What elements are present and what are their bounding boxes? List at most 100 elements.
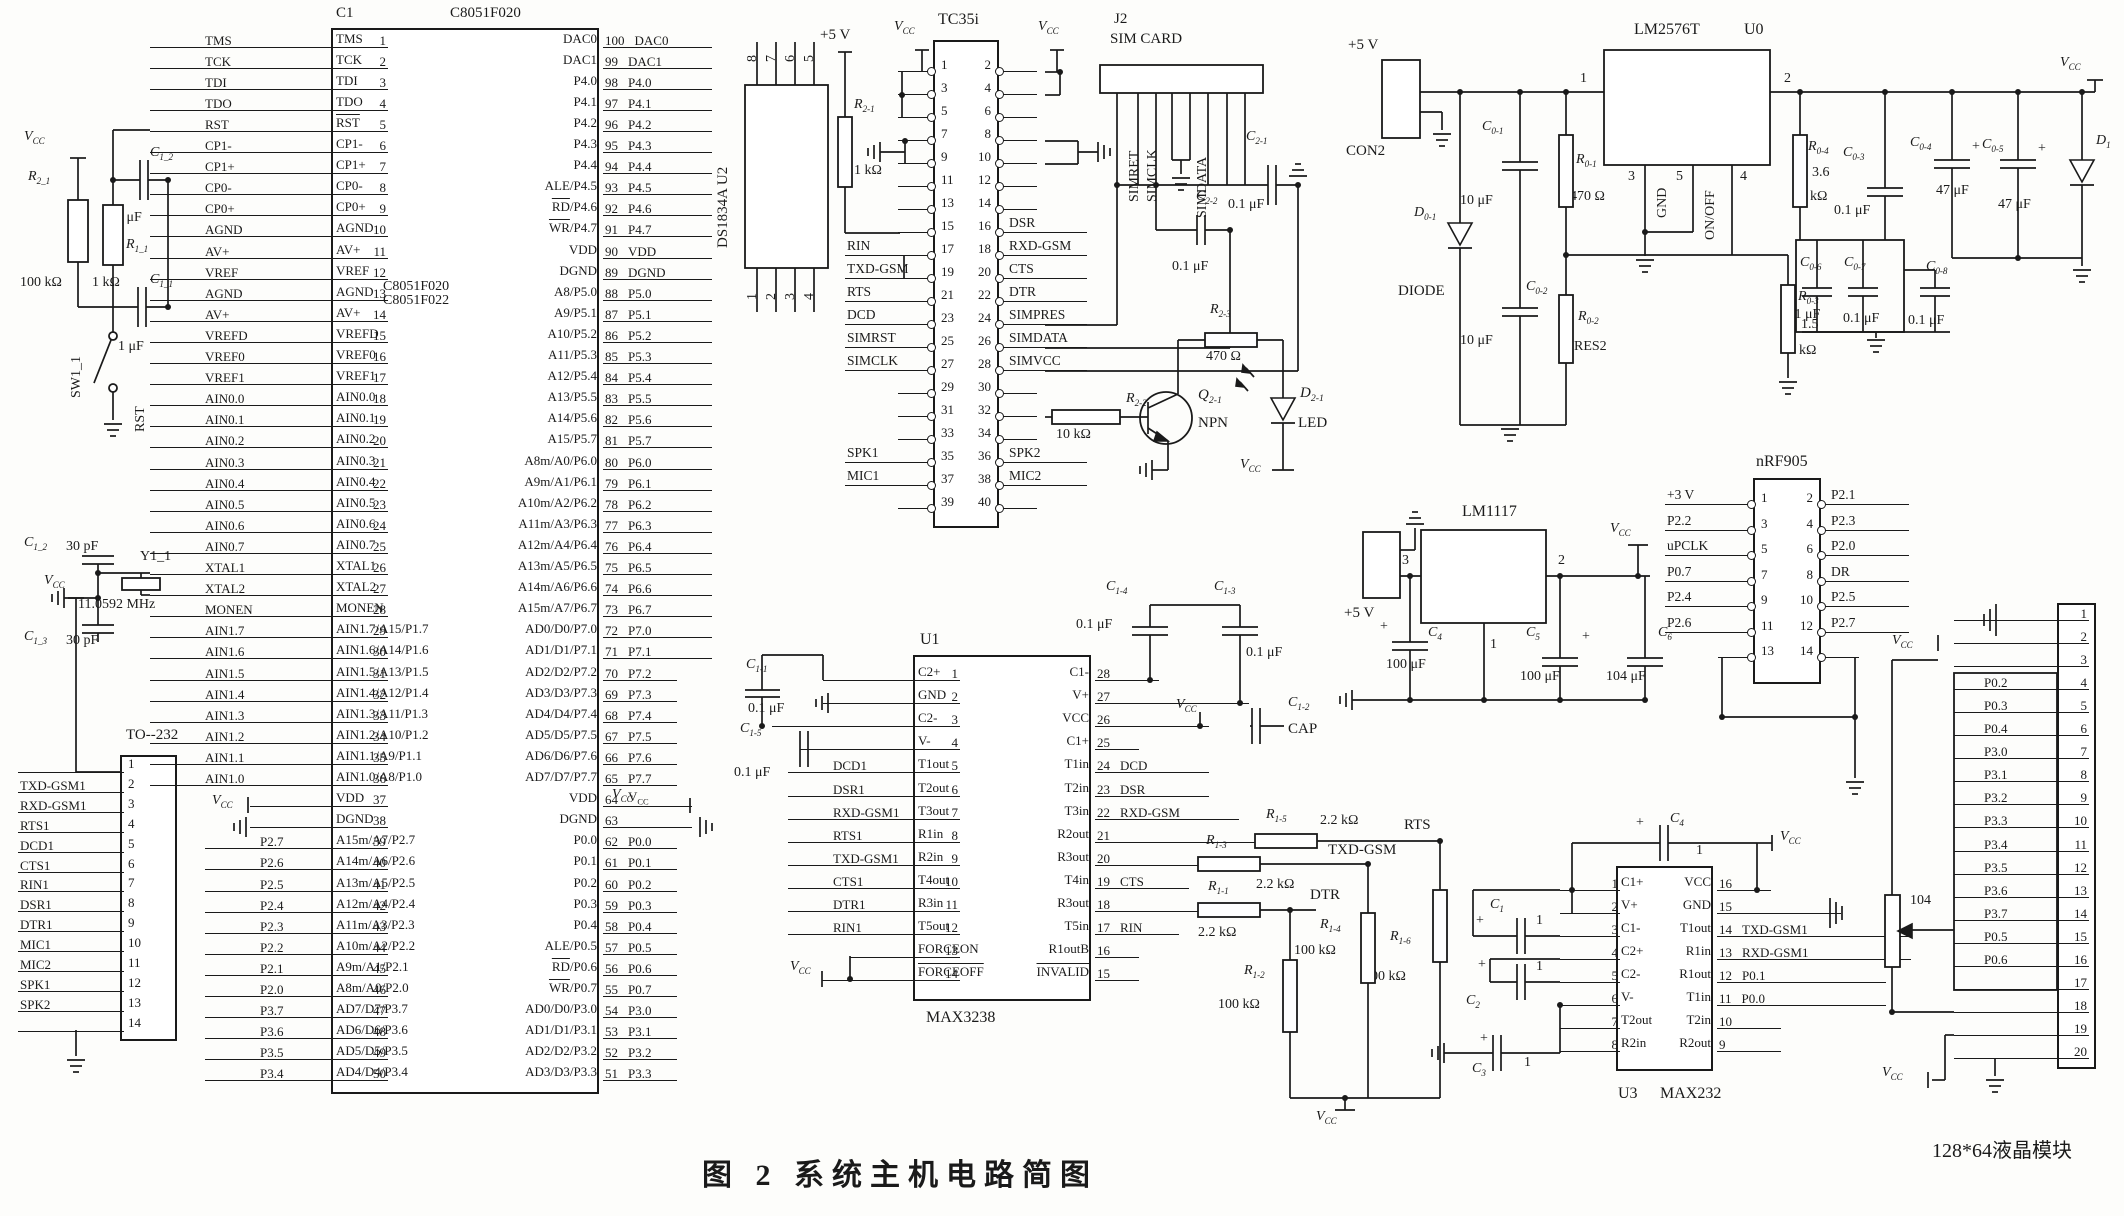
junction-dot <box>1342 1095 1348 1101</box>
pin-inner-label: VREFD <box>336 325 379 341</box>
pin-circle-right <box>1817 653 1826 662</box>
pin-circle-right <box>1817 627 1826 637</box>
pin-circle-right <box>995 136 1004 145</box>
pin-net: P5.0 <box>628 285 652 301</box>
pin-number: 15 <box>941 218 954 233</box>
pin-stub-right <box>999 439 1037 440</box>
pin-number: 6 <box>984 103 992 118</box>
pin-number: 91 <box>605 222 618 238</box>
pin-stub-left <box>898 393 933 394</box>
pin-number: 15 <box>373 327 386 343</box>
pin-row-left: 4 <box>800 733 960 751</box>
pin-number: 16 <box>1097 943 1110 959</box>
pin-number: 11 <box>2074 836 2087 852</box>
pin-inner-label: R1out <box>1679 966 1711 981</box>
junction-dot <box>2079 89 2085 95</box>
label-104: 104 <box>1910 893 1931 908</box>
pin-circle-right <box>995 113 1004 122</box>
pin-row-left: 4 <box>1560 943 1620 960</box>
pin-number: 79 <box>605 475 618 491</box>
pin-net: P2.4 <box>1667 589 1692 604</box>
pin-net: CTS1 <box>833 873 864 889</box>
pin-row-right: 16 <box>1095 941 1139 959</box>
pin-number: 29 <box>941 379 954 394</box>
pin-inner-label: DGND <box>559 811 597 827</box>
pin-number: 15 <box>1097 966 1110 982</box>
pin-number: 62 <box>605 834 618 850</box>
pin-number: 88 <box>605 285 618 301</box>
label-3: 3 <box>1402 553 1409 568</box>
pin-circle-left <box>1747 602 1756 611</box>
pin-number: 54 <box>605 1003 618 1019</box>
pin-number: 1 <box>951 666 959 681</box>
label-11-0592-mhz: 11.0592 MHz <box>78 597 156 612</box>
junction-dot <box>1852 714 1858 720</box>
wire <box>93 339 112 384</box>
pin-circle-left <box>927 366 936 375</box>
pin-number: 6 <box>2080 721 2088 737</box>
label-to-232: TO--232 <box>126 727 179 743</box>
pin-net: P7.5 <box>628 728 652 744</box>
pin-circle-left <box>927 435 936 444</box>
label-r: R1-2 <box>1244 963 1265 980</box>
pin-net: AIN1.1 <box>205 749 245 765</box>
pin-number: 2 <box>379 53 387 69</box>
label-j2: J2 <box>1114 11 1128 27</box>
label-k-: kΩ <box>1799 343 1817 358</box>
label-r: R2-1 <box>854 97 875 114</box>
pin-circle-left <box>927 251 936 260</box>
label-d: D1 <box>2096 133 2111 150</box>
pin-net: P7.2 <box>628 665 652 681</box>
pin-circle-left <box>927 136 936 145</box>
pin-inner-label: AIN0.4 <box>336 473 376 489</box>
pin-inner-label: T3in <box>1064 802 1089 818</box>
pin-net: TDI <box>205 74 227 90</box>
label-res2: RES2 <box>1574 339 1607 354</box>
label-1: 1 <box>1490 637 1497 652</box>
pin-number: 23 <box>941 310 954 325</box>
pin-number: 61 <box>605 855 618 871</box>
pin-number: 17 <box>373 370 386 386</box>
pin-net: AIN0.6 <box>205 517 245 533</box>
pin-net: DSR <box>1120 781 1146 797</box>
pin-number: 31 <box>941 402 954 417</box>
pin-number: 28 <box>978 356 991 371</box>
pin-inner-label: P0.0 <box>573 832 597 848</box>
pin-stub-right <box>999 140 1037 141</box>
pin-net: AIN0.0 <box>205 391 245 407</box>
pin-stub-left <box>1665 580 1753 582</box>
label-ds1834a-u2: DS1834A U2 <box>715 166 731 248</box>
label-max232: MAX232 <box>1660 1085 1722 1102</box>
label-c: C5 <box>1526 625 1540 642</box>
label-v: VCC <box>1240 457 1261 474</box>
pin-circle-left <box>927 481 936 490</box>
pin-row-left: TXD-GSM1 <box>18 776 124 793</box>
pin-number: 16 <box>978 218 991 233</box>
label-tc35i: TC35i <box>938 11 979 28</box>
pin-inner-label: TDO <box>336 93 363 109</box>
pin-number: 13 <box>1719 945 1732 960</box>
pin-circle-left <box>927 182 936 191</box>
junction-dot <box>95 570 101 576</box>
pin-inner-label: A15/P5.7 <box>547 431 597 447</box>
pin-number: 63 <box>605 813 618 829</box>
pin-number: 43 <box>373 918 386 934</box>
pin-row-left: CTS1 <box>18 856 124 873</box>
pin-inner-label: V+ <box>1621 897 1638 912</box>
pin-number: 52 <box>605 1045 618 1061</box>
pin-stub-left <box>1665 504 1753 505</box>
pin-inner-label: AD2/D2/P7.2 <box>525 663 597 679</box>
pin-circle-right <box>1817 576 1826 586</box>
pin-stub-right <box>999 347 1087 348</box>
pin-number: 7 <box>941 126 948 141</box>
